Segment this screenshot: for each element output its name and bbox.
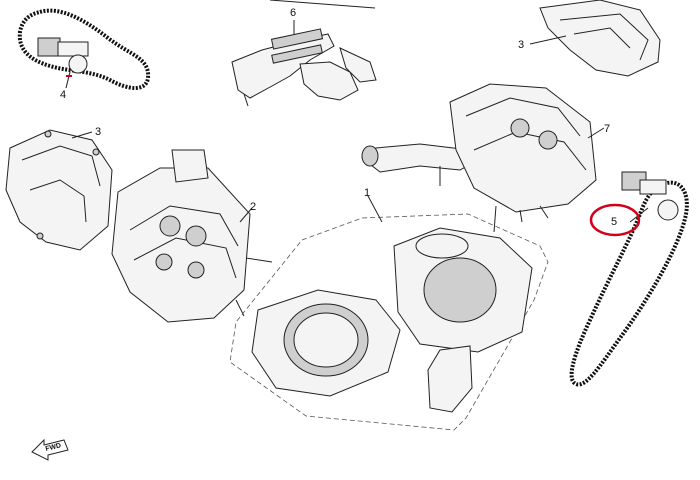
fwd-arrow: FWD: [31, 438, 69, 461]
valve-cover-ridge-3-top: [559, 13, 649, 61]
cylinder-head-part-2: 2: [111, 149, 273, 323]
frame-line: [269, 0, 376, 9]
cylinder-bore-inner-1: [293, 312, 359, 368]
cover-bolt-b-3-left: [92, 148, 100, 156]
valve-cover-part-3-left: 3: [5, 126, 113, 251]
cylinder-head-cam-housing-2: [171, 149, 209, 183]
timing-chain-part-4: 4: [17, 8, 151, 101]
fwd-label: FWD: [45, 442, 62, 453]
timing-chain-part-5: 5: [569, 171, 689, 387]
valve-seat-b-2: [185, 225, 207, 247]
valve-cover-ridge-b-3-top: [573, 27, 631, 49]
valve-seat-b-7: [538, 130, 558, 150]
cylinder-block-bore-1: [423, 257, 497, 323]
cylinder-head-ridge-a-7: [465, 97, 581, 137]
manifold-plate-a-6: [270, 28, 324, 50]
stud-c-7: [539, 205, 549, 219]
valve-cover-ridge-3-left: [21, 145, 101, 187]
stud-b-7: [519, 209, 523, 223]
stud-a-7: [493, 205, 497, 233]
callout-6: 6: [290, 7, 296, 19]
valve-seat-a-2: [159, 215, 181, 237]
callout-1: 1: [364, 187, 370, 199]
cylinder-head-part-7: 7: [361, 83, 610, 233]
cylinder-head-body-2: [111, 167, 251, 323]
cylinder-block-part-1: 1: [229, 187, 549, 431]
sprocket-4: [68, 54, 88, 74]
valve-cover-part-3-top: 3: [518, 0, 661, 77]
callout-4: 4: [60, 89, 66, 101]
tensioner-head-4: [37, 37, 61, 57]
leader-4: [65, 71, 71, 89]
manifold-stud-6: [243, 93, 249, 107]
chain-loop-4: [17, 8, 151, 90]
sprocket-5: [657, 199, 679, 221]
manifold-flange-6: [339, 47, 377, 83]
cylinder-head-body-7: [449, 83, 597, 213]
valve-cover-ridge-b-3-left: [29, 179, 87, 223]
tensioner-body-5: [639, 179, 667, 195]
highlight-circle-5: [589, 203, 641, 237]
valve-seat-c-2: [155, 253, 173, 271]
leader-2: [239, 207, 253, 223]
intake-manifold-part-6: 6: [231, 7, 377, 107]
manifold-runner-6: [299, 61, 359, 101]
stud-a-2: [245, 257, 273, 263]
cover-bolt-a-3-left: [44, 130, 52, 138]
group-outline-1: [229, 213, 549, 431]
leader-1: [367, 195, 383, 223]
manifold-plate-b-6: [271, 44, 323, 64]
callout-2: 2: [250, 201, 256, 213]
tensioner-body-4: [57, 41, 89, 57]
valve-seat-d-2: [187, 261, 205, 279]
valve-cover-body-3-left: [5, 129, 113, 251]
cylinder-head-ridge-a-2: [129, 205, 239, 247]
leader-7: [587, 127, 605, 139]
hose-end-7: [361, 145, 379, 167]
callout-3-left: 3: [95, 126, 101, 138]
callout-3-top: 3: [518, 39, 524, 51]
leader-3-left: [71, 131, 93, 139]
valve-seat-a-7: [510, 118, 530, 138]
cover-bolt-c-3-left: [36, 232, 44, 240]
cylinder-block-top-1: [415, 233, 469, 259]
callout-7: 7: [604, 123, 610, 135]
leader-3-top: [529, 35, 567, 45]
chain-guide-1: [427, 345, 473, 413]
fwd-arrow-shape: [31, 438, 69, 461]
callout-5: 5: [611, 216, 617, 228]
